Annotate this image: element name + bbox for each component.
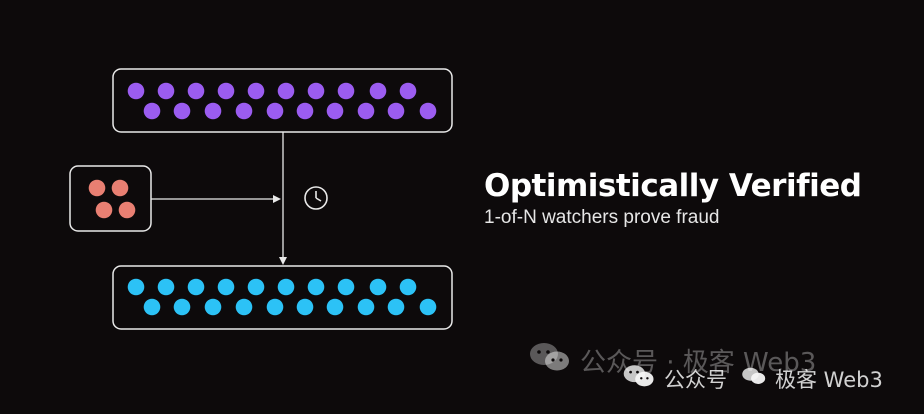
input-dot (111, 179, 129, 197)
top-dot (173, 102, 191, 120)
bottom-dot-group (127, 278, 437, 316)
top-dot (369, 82, 387, 100)
bottom-dot (157, 278, 175, 296)
watermark-front: 公众号 极客 Web3 (622, 363, 883, 394)
vertical-arrow-head (279, 257, 287, 265)
bottom-dot (387, 298, 405, 316)
watermark-secondary-a: 公众号 (664, 367, 727, 392)
top-dot (357, 102, 375, 120)
bottom-dot (296, 298, 314, 316)
top-dot (387, 102, 405, 120)
bottom-dot (357, 298, 375, 316)
bottom-dot (217, 278, 235, 296)
top-dot (217, 82, 235, 100)
bottom-dot (143, 298, 161, 316)
top-dot (157, 82, 175, 100)
top-dot (204, 102, 222, 120)
diagram-subtitle: 1-of-N watchers prove fraud (484, 207, 720, 228)
top-dot (143, 102, 161, 120)
bottom-dot (277, 278, 295, 296)
top-dot (419, 102, 437, 120)
input-dot (95, 201, 113, 219)
clock-icon (304, 186, 328, 210)
top-dot (326, 102, 344, 120)
wechat-icon (528, 340, 572, 381)
top-dot (399, 82, 417, 100)
bottom-dot (326, 298, 344, 316)
bottom-dot (399, 278, 417, 296)
watermark-secondary-b: 极客 Web3 (775, 367, 883, 392)
bottom-batch-box (112, 265, 453, 330)
bottom-dot (127, 278, 145, 296)
top-batch-box (112, 68, 453, 133)
top-dot (187, 82, 205, 100)
bottom-dot (419, 298, 437, 316)
input-dot (88, 179, 106, 197)
top-dot (277, 82, 295, 100)
input-dot (118, 201, 136, 219)
top-dot (235, 102, 253, 120)
bottom-dot (337, 278, 355, 296)
top-dot (337, 82, 355, 100)
horizontal-arrow-head (273, 195, 281, 203)
top-dot (127, 82, 145, 100)
input-dot-group (88, 179, 136, 219)
bottom-dot (247, 278, 265, 296)
input-batch-box (69, 165, 152, 232)
top-dot (296, 102, 314, 120)
diagram-title: Optimistically Verified (484, 168, 862, 204)
wechat-icon (741, 366, 767, 391)
bottom-dot (235, 298, 253, 316)
bottom-dot (187, 278, 205, 296)
bottom-dot (204, 298, 222, 316)
top-dot (266, 102, 284, 120)
watermark-back: 公众号 · 极客 Web3 (528, 340, 816, 381)
top-dot (247, 82, 265, 100)
top-dot (307, 82, 325, 100)
bottom-dot (369, 278, 387, 296)
wechat-icon (622, 363, 656, 394)
bottom-dot (173, 298, 191, 316)
bottom-dot (307, 278, 325, 296)
watermark-primary-text: 公众号 · 极客 Web3 (580, 348, 817, 378)
bottom-dot (266, 298, 284, 316)
top-dot-group (127, 82, 437, 120)
